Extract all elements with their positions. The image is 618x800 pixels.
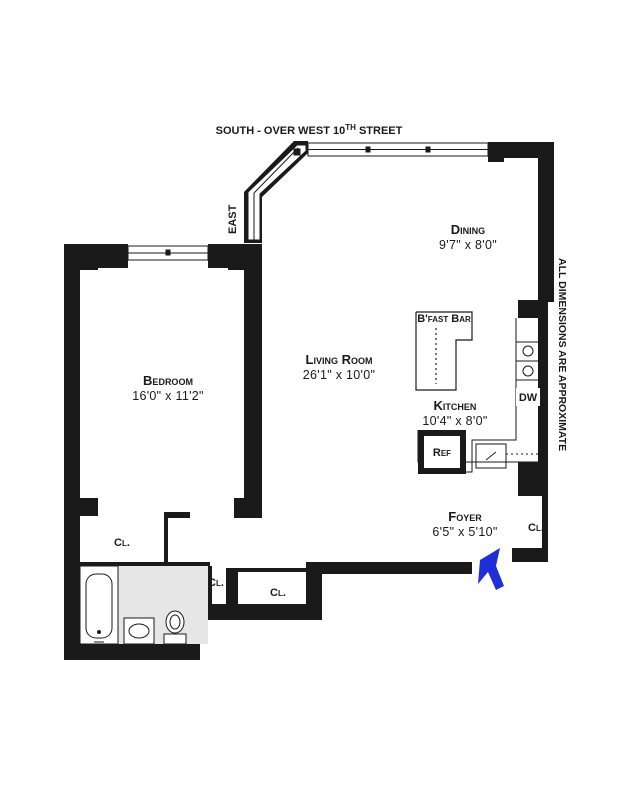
foyer-dims: 6'5" x 5'10" — [432, 525, 497, 539]
kitchen-dims: 10'4" x 8'0" — [422, 414, 487, 428]
east-label: East — [227, 204, 239, 234]
living-room-name: Living Room — [306, 352, 373, 367]
closet-label-hall: Cl. — [270, 587, 286, 599]
bedroom-dims: 16'0" x 11'2" — [132, 389, 204, 403]
street-label: South - Over West 10th Street — [216, 123, 403, 137]
dining-name: Dining — [451, 222, 485, 237]
bathroom — [79, 565, 208, 645]
walls — [64, 141, 554, 660]
refrigerator-label: Ref — [433, 447, 451, 459]
stove-icon — [522, 345, 534, 377]
kitchen-name: Kitchen — [434, 398, 477, 413]
living-room-dims: 26'1" x 10'0" — [303, 368, 375, 382]
sink-icon — [123, 617, 155, 645]
toilet-icon — [163, 610, 187, 645]
closet-label-bedroom: Cl. — [114, 537, 130, 549]
windows — [127, 142, 489, 261]
dimensions-note: All dimensions are approximate — [556, 258, 568, 451]
refrigerator — [418, 430, 466, 474]
breakfast-bar-label: B'fast Bar — [417, 313, 471, 325]
closet-label-foyer: Cl. — [528, 522, 544, 534]
breakfast-bar — [415, 311, 473, 391]
bathtub-icon — [94, 630, 104, 643]
dining-dims: 9'7" x 8'0" — [439, 238, 497, 252]
closet-label-bath: Cl. — [208, 577, 224, 589]
entry-arrow-icon — [478, 548, 504, 590]
dishwasher-label: DW — [519, 392, 538, 404]
bedroom-name: Bedroom — [143, 373, 193, 388]
foyer-name: Foyer — [448, 509, 482, 524]
